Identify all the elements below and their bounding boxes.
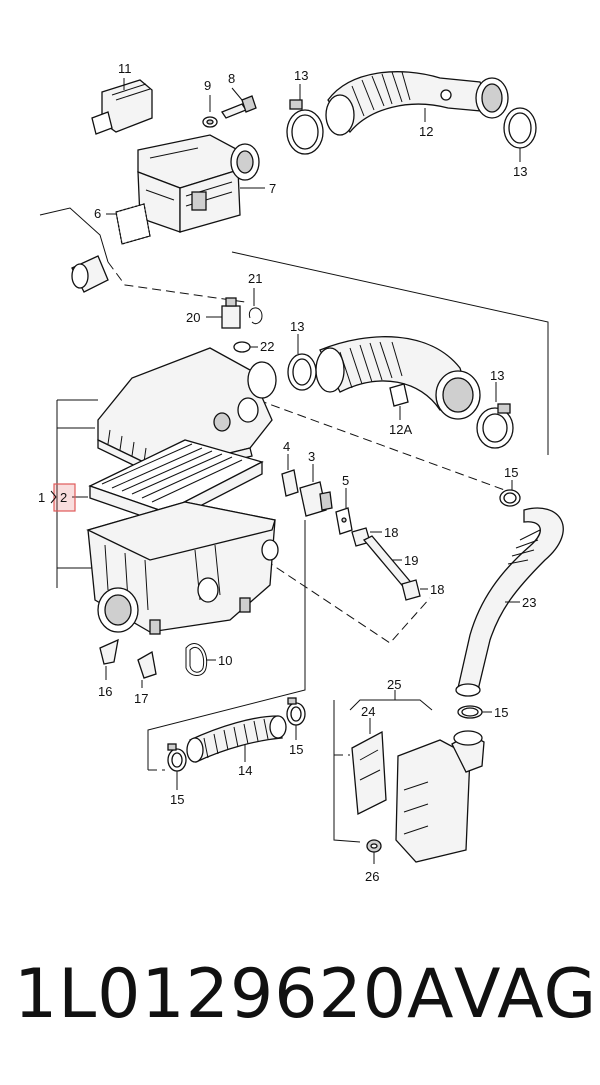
callout-15: 15 <box>494 705 508 720</box>
callout-13: 13 <box>513 164 527 179</box>
callout-26: 26 <box>365 869 379 884</box>
assembly-outlines <box>39 207 549 843</box>
callout-12a: 12A <box>389 422 412 437</box>
callout-19: 19 <box>404 553 418 568</box>
part-7-housing <box>137 134 265 233</box>
callout-24: 24 <box>361 704 375 719</box>
callout-3: 3 <box>308 449 315 464</box>
part-15-clamp-right-lower <box>457 705 492 719</box>
callout-18: 18 <box>430 582 444 597</box>
callout-20: 20 <box>186 310 200 325</box>
part-17-clip <box>137 650 157 688</box>
callout-2: 2 <box>60 490 67 505</box>
part-13-clamp-mid-left <box>287 334 317 391</box>
part-10-seal <box>185 643 216 676</box>
callout-13: 13 <box>290 319 304 334</box>
callout-23: 23 <box>522 595 536 610</box>
parts-diagram: 11 9 8 13 12 13 7 6 21 20 13 22 13 12A 4… <box>38 61 564 884</box>
part-22-ring <box>233 341 258 353</box>
part-9-washer <box>202 95 218 128</box>
callout-1: 1 <box>38 490 45 505</box>
callout-18: 18 <box>384 525 398 540</box>
callout-14: 14 <box>238 763 252 778</box>
callout-15: 15 <box>170 792 184 807</box>
air-filter-lower-housing <box>86 501 279 635</box>
part-13-clamp-upper-left <box>286 84 324 155</box>
callout-labels: 11 9 8 13 12 13 7 6 21 20 13 22 13 12A 4… <box>38 61 536 884</box>
callout-12: 12 <box>419 124 433 139</box>
part-16-clip <box>99 638 119 680</box>
part-12-intake-hose <box>325 71 509 136</box>
callout-13: 13 <box>490 368 504 383</box>
callout-1-bracket <box>50 490 57 504</box>
callout-4: 4 <box>283 439 290 454</box>
callout-9: 9 <box>204 78 211 93</box>
callout-22: 22 <box>260 339 274 354</box>
part-4-bracket <box>281 454 299 497</box>
part-5-plate <box>335 488 353 535</box>
part-21-clip <box>248 288 263 325</box>
footer: 1L0129620A VAG <box>0 955 600 1065</box>
brand-name: VAG <box>454 955 598 1034</box>
hose-stub-left <box>71 255 109 293</box>
callout-11: 11 <box>118 61 132 76</box>
callout-5: 5 <box>342 473 349 488</box>
part-18-elbow-lower <box>401 579 428 601</box>
callout-21: 21 <box>248 271 262 286</box>
part-11-sensor <box>91 78 153 135</box>
callout-7: 7 <box>269 181 276 196</box>
callout-13: 13 <box>294 68 308 83</box>
callout-6: 6 <box>94 206 101 221</box>
part-23-hose <box>455 507 564 697</box>
callout-25: 25 <box>387 677 401 692</box>
part-15-clamp-right-upper <box>499 480 521 507</box>
part-26-fastener <box>366 839 382 864</box>
part-14-hose <box>186 715 287 763</box>
callout-17: 17 <box>134 691 148 706</box>
part-15-clamp-lower-right <box>286 697 306 740</box>
part-number: 1L0129620A <box>14 955 455 1034</box>
part-13-clamp-mid-right <box>476 382 514 449</box>
part-8-bolt <box>221 87 257 119</box>
part-15-clamp-lower-left <box>167 743 187 790</box>
callout-2-highlight <box>53 483 76 512</box>
part-3-connector <box>299 464 333 517</box>
callout-8: 8 <box>228 71 235 86</box>
callout-10: 10 <box>218 653 232 668</box>
part-6-gasket <box>106 203 151 245</box>
callout-15: 15 <box>289 742 303 757</box>
callout-15: 15 <box>504 465 518 480</box>
part-25-resonator <box>349 690 485 863</box>
part-20-valve <box>206 297 241 329</box>
part-12a-intake-hose <box>315 336 481 420</box>
callout-16: 16 <box>98 684 112 699</box>
part-13-clamp-upper-right <box>503 107 537 162</box>
part-24-bracket <box>351 718 387 816</box>
